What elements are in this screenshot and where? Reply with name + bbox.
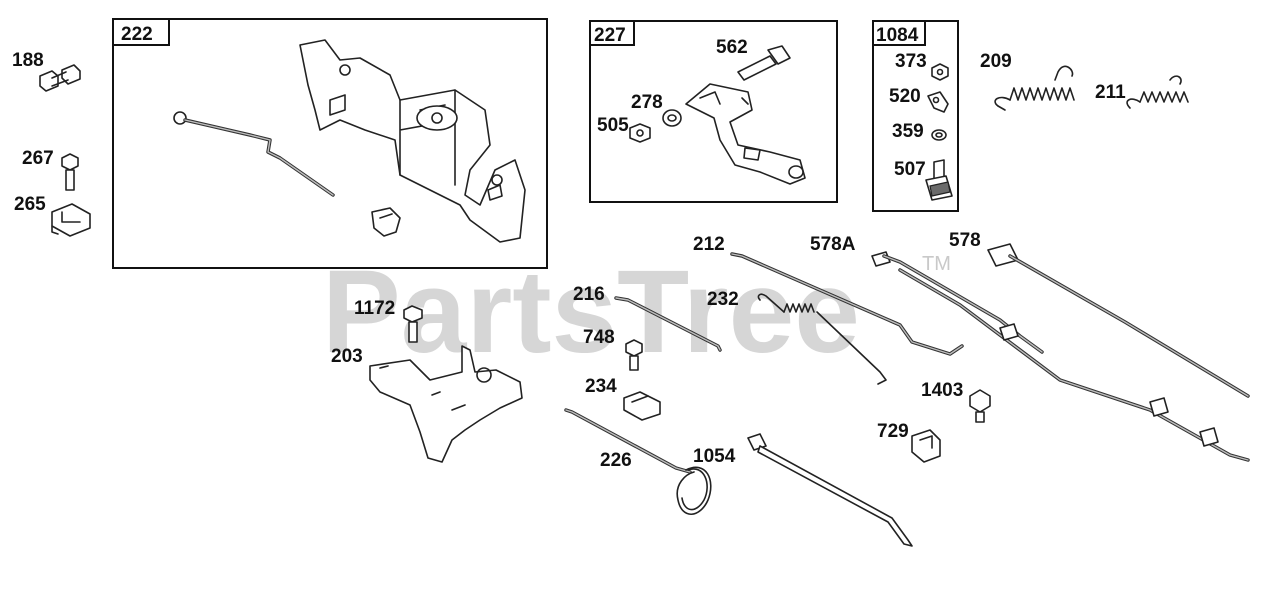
nut-373-drawing[interactable]	[931, 63, 949, 81]
cable-578-drawing[interactable]	[987, 243, 1250, 398]
callout-359[interactable]: 359	[892, 121, 924, 142]
rod-222-drawing[interactable]	[173, 111, 335, 197]
bracket-520-drawing[interactable]	[927, 91, 949, 113]
bracket-203-drawing[interactable]	[369, 345, 523, 463]
callout-748[interactable]: 748	[583, 327, 615, 348]
callout-188[interactable]: 188	[12, 50, 44, 71]
callout-505[interactable]: 505	[597, 115, 629, 136]
callout-212[interactable]: 212	[693, 234, 725, 255]
callout-203[interactable]: 203	[331, 346, 363, 367]
callout-226[interactable]: 226	[600, 450, 632, 471]
callout-234[interactable]: 234	[585, 376, 617, 397]
bracket-222-drawing[interactable]	[299, 39, 526, 243]
spring-211-drawing[interactable]	[1126, 75, 1189, 109]
callout-1172[interactable]: 1172	[354, 298, 395, 319]
cable-tie-1054-drawing[interactable]	[747, 433, 913, 547]
callout-267[interactable]: 267	[22, 148, 54, 169]
callout-265[interactable]: 265	[14, 194, 46, 215]
callout-729[interactable]: 729	[877, 421, 909, 442]
switch-507-drawing[interactable]	[925, 159, 953, 201]
callout-578A[interactable]: 578A	[810, 234, 856, 255]
callout-211[interactable]: 211	[1095, 82, 1126, 103]
bolt-1403-drawing[interactable]	[969, 389, 991, 423]
watermark-text: PartsTree	[322, 246, 860, 378]
bolt-1172-drawing[interactable]	[403, 305, 423, 343]
washer-278-drawing[interactable]	[662, 109, 682, 127]
callout-216[interactable]: 216	[573, 284, 605, 305]
callout-562[interactable]: 562	[716, 37, 748, 58]
rod-216-drawing[interactable]	[614, 296, 722, 352]
callout-labels: 188 267 265 562 278 505 373 520 359 507 …	[12, 37, 1126, 471]
callout-1054[interactable]: 1054	[693, 446, 736, 467]
callout-232[interactable]: 232	[707, 289, 739, 310]
bolt-562-drawing[interactable]	[737, 45, 791, 81]
callout-1403[interactable]: 1403	[921, 380, 963, 401]
group-label-227: 227	[594, 25, 626, 46]
clip-234-drawing[interactable]	[623, 391, 661, 421]
clip-729-drawing[interactable]	[911, 429, 941, 463]
group-label-1084: 1084	[876, 25, 919, 46]
rod-226-drawing[interactable]	[564, 408, 712, 516]
callout-578[interactable]: 578	[949, 230, 981, 251]
group-1084[interactable]: 1084	[872, 20, 959, 212]
clip-265-drawing[interactable]	[51, 203, 91, 237]
lever-227-drawing[interactable]	[685, 83, 806, 185]
rod-212-drawing[interactable]	[730, 252, 964, 356]
callout-373[interactable]: 373	[895, 51, 927, 72]
group-label-222: 222	[121, 24, 153, 45]
spring-209-drawing[interactable]	[994, 65, 1075, 111]
spring-rod-232-drawing[interactable]	[757, 293, 887, 385]
callout-278[interactable]: 278	[631, 92, 663, 113]
bolt-748-drawing[interactable]	[625, 339, 643, 371]
bolt-267-drawing[interactable]	[61, 153, 79, 191]
cable-578A-drawing[interactable]	[871, 251, 1250, 462]
nut-505-drawing[interactable]	[629, 123, 651, 143]
watermark-trademark: TM	[922, 253, 951, 275]
bolt-188-drawing[interactable]	[39, 64, 81, 92]
washer-359-drawing[interactable]	[931, 129, 947, 141]
group-222[interactable]: 222	[112, 18, 548, 269]
group-227[interactable]: 227	[589, 20, 838, 203]
callout-507[interactable]: 507	[894, 159, 926, 180]
callout-520[interactable]: 520	[889, 86, 921, 107]
callout-209[interactable]: 209	[980, 51, 1012, 72]
